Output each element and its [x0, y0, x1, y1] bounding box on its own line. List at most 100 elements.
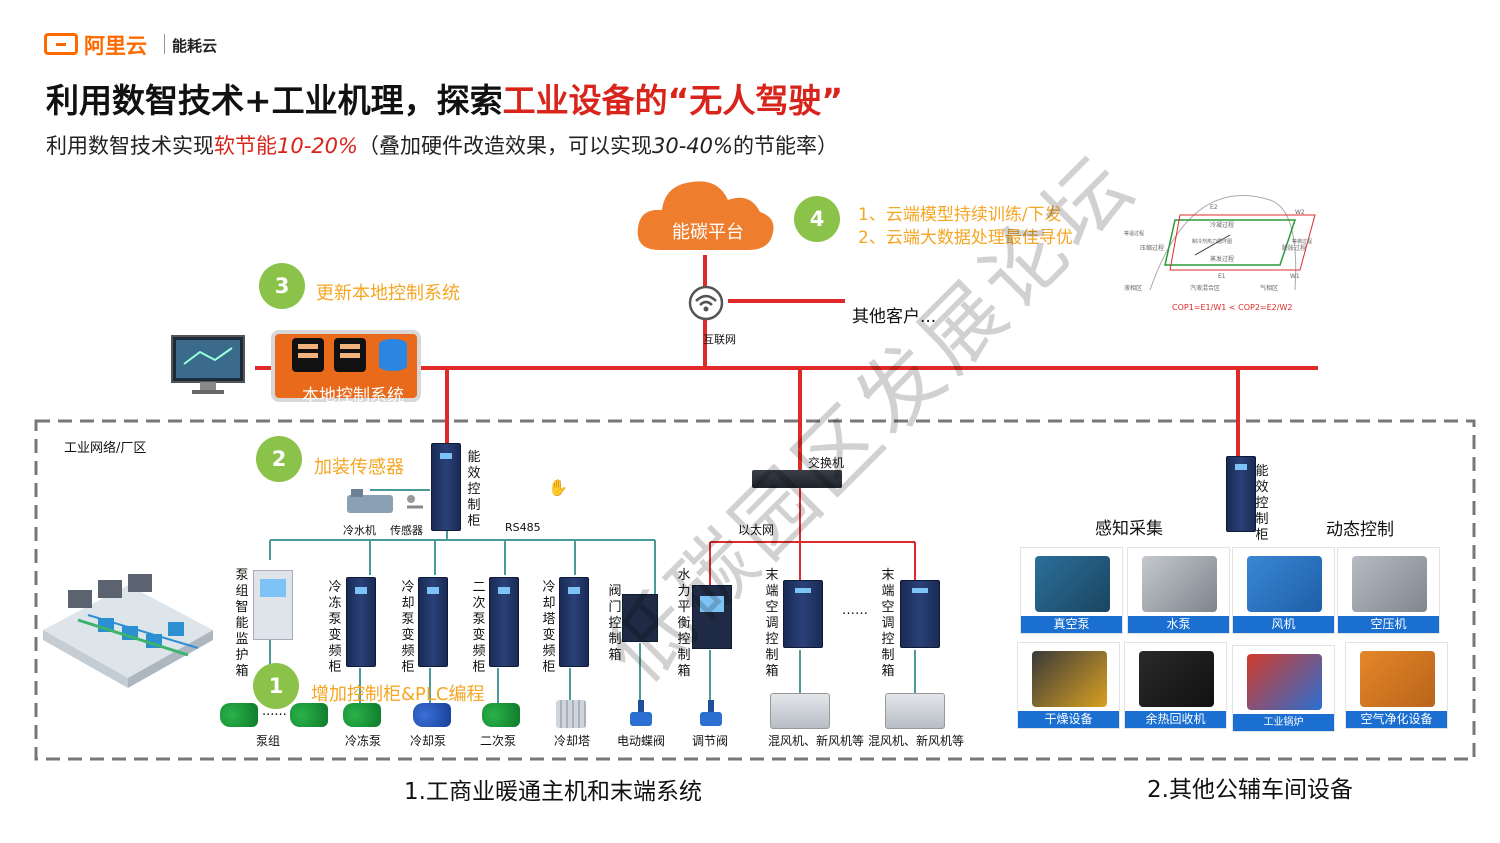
factory-zone-label: 工业网络/厂区 — [64, 441, 147, 456]
cooling-pump-icon — [413, 703, 451, 727]
device-label-1: 冷冻泵 — [345, 734, 382, 748]
tile-caption: 水泵 — [1128, 616, 1229, 633]
cop-evaporate: 蒸发过程 — [1210, 255, 1234, 263]
pump-dots: ...... — [262, 704, 287, 719]
cop-cycle-diagram: E2 W2 冷凝过程 压缩过程 膨胀过程 蒸发过程 液相区 汽液混合区 气相区 … — [1124, 195, 1316, 312]
cop-gas: 气相区 — [1260, 284, 1278, 292]
terminal-ac-control-box-2 — [900, 580, 940, 648]
sense-collect-title: 感知采集 — [1095, 519, 1163, 539]
ethernet-label: 以太网 — [738, 523, 775, 537]
chilled-pump-icon — [343, 703, 381, 727]
sensor-label: 传感器 — [390, 524, 423, 537]
cop-e2: E2 — [1210, 204, 1218, 211]
terminal-ac-control-box-1 — [783, 580, 823, 648]
switch-label: 交换机 — [808, 456, 845, 470]
step-1-badge: 1 — [253, 663, 299, 709]
device-label-4: 冷却塔 — [554, 734, 591, 748]
step-1-label: 增加控制柜&PLC编程 — [311, 684, 485, 705]
device-label-8: 混风机、新风机等 — [868, 734, 965, 748]
cabinet-label-3: 二次泵变频柜 — [472, 580, 486, 675]
cop-mixed: 汽液混合区 — [1190, 284, 1220, 292]
cabinet-label-8: 末端空调控制箱 — [881, 568, 895, 679]
cabinet-label-2: 冷却泵变频柜 — [401, 580, 415, 675]
pump-guard-box — [253, 570, 293, 640]
step-3-label: 更新本地控制系统 — [316, 283, 460, 304]
cloud-icon — [637, 181, 774, 250]
energy-cabinet-label: 能效控制柜 — [467, 450, 481, 529]
right-cabinet-label: 能效控制柜 — [1255, 464, 1269, 543]
equipment-tile-water-pump: 水泵 — [1127, 547, 1230, 634]
step-3-badge: 3 — [259, 263, 305, 309]
tile-caption: 空气净化设备 — [1346, 711, 1447, 728]
network-switch-icon — [752, 470, 842, 488]
butterfly-valve-icon — [630, 700, 652, 726]
cooling-pump-vfd-cabinet — [418, 577, 448, 667]
subtitle-part2: （叠加硬件改造效果，可以实现 — [357, 134, 652, 158]
internet-label: 互联网 — [703, 333, 736, 346]
cop-liquid: 液相区 — [1124, 284, 1142, 292]
right-energy-control-cabinet — [1226, 456, 1256, 532]
ellipsis-label: …… — [842, 603, 868, 618]
caption-auxiliary-equipment: 2.其他公辅车间设备 — [1147, 777, 1353, 803]
equipment-tile-vacuum-pump: 真空泵 — [1020, 547, 1123, 634]
regulating-valve-icon — [700, 700, 722, 726]
valve-control-box — [622, 594, 658, 642]
step-2-badge: 2 — [256, 436, 302, 482]
step-2-label: 加装传感器 — [314, 457, 404, 478]
cop-condense: 冷凝过程 — [1210, 221, 1234, 229]
tile-caption: 干燥设备 — [1018, 711, 1119, 728]
equipment-tile-boiler: 工业锅炉 — [1232, 645, 1335, 732]
title-highlight: 工业设备的“无人驾驶” — [502, 81, 844, 120]
cop-w2: W2 — [1295, 209, 1305, 216]
cop-w1: W1 — [1290, 273, 1300, 280]
chiller-label: 冷水机 — [343, 524, 376, 537]
step-4-line2: 2、云端大数据处理最佳寻优 — [858, 228, 1073, 248]
tile-caption: 工业锅炉 — [1233, 714, 1334, 731]
equipment-tile-air-purifier: 空气净化设备 — [1345, 642, 1448, 729]
device-label-6: 调节阀 — [692, 734, 729, 748]
factory-zone-border — [34, 419, 1476, 761]
aliyun-logo-icon — [44, 33, 78, 55]
equipment-tile-fan: 风机 — [1232, 547, 1335, 634]
page-subtitle: 利用数智技术实现软节能10-20%（叠加硬件改造效果，可以实现30-40%的节能… — [46, 130, 838, 160]
rs485-label: RS485 — [505, 521, 541, 534]
cabinet-label-4: 冷却塔变频柜 — [542, 580, 556, 675]
equipment-tile-heat-recovery: 余热回收机 — [1124, 642, 1227, 729]
tile-caption: 风机 — [1233, 616, 1334, 633]
other-clients-label: 其他客户... — [852, 307, 937, 327]
subtitle-part3: 的节能率） — [732, 134, 838, 158]
step-4-badge: 4 — [794, 196, 840, 242]
chilled-pump-vfd-cabinet — [346, 577, 376, 667]
chiller-icon — [347, 489, 423, 513]
cabinet-label-1: 冷冻泵变频柜 — [328, 580, 342, 675]
server-icons — [292, 338, 407, 372]
subtitle-highlight: 软节能 — [214, 134, 277, 158]
cop-formula: COP1=E1/W1 < COP2=E2/W2 — [1172, 303, 1292, 312]
subtitle-part1: 利用数智技术实现 — [46, 134, 214, 158]
title-part1: 利用数智技术+工业机理，探索 — [46, 81, 503, 120]
router-icon — [688, 285, 724, 321]
secondary-pump-vfd-cabinet — [489, 577, 519, 667]
cabinet-label-0: 泵组智能监护箱 — [235, 568, 249, 679]
equipment-tile-air-compressor: 空压机 — [1337, 547, 1440, 634]
subtitle-highlight-num: 10-20% — [277, 134, 358, 158]
caption-hvac-system: 1.工商业暖通主机和末端系统 — [404, 779, 702, 805]
hydraulic-balance-box — [692, 585, 732, 649]
cop-compress: 压缩过程 — [1140, 244, 1164, 252]
cop-e1: E1 — [1218, 273, 1226, 280]
page-title: 利用数智技术+工业机理，探索工业设备的“无人驾驶” — [46, 74, 843, 122]
pump-icon-2 — [290, 703, 328, 727]
cloud-label: 能碳平台 — [672, 222, 744, 243]
device-label-7: 混风机、新风机等 — [768, 734, 865, 748]
logo-brand: 阿里云 — [84, 34, 147, 58]
device-label-3: 二次泵 — [480, 734, 517, 748]
cabinet-label-7: 末端空调控制箱 — [765, 568, 779, 679]
cooling-tower-vfd-cabinet — [559, 577, 589, 667]
cop-isentropic: 等熵过程 — [1292, 238, 1312, 245]
local-control-system-label: 本地控制系统 — [302, 386, 404, 406]
secondary-pump-icon — [482, 703, 520, 727]
device-label-0: 泵组 — [256, 734, 281, 748]
tile-caption: 真空泵 — [1021, 616, 1122, 633]
tile-caption: 空压机 — [1338, 616, 1439, 633]
